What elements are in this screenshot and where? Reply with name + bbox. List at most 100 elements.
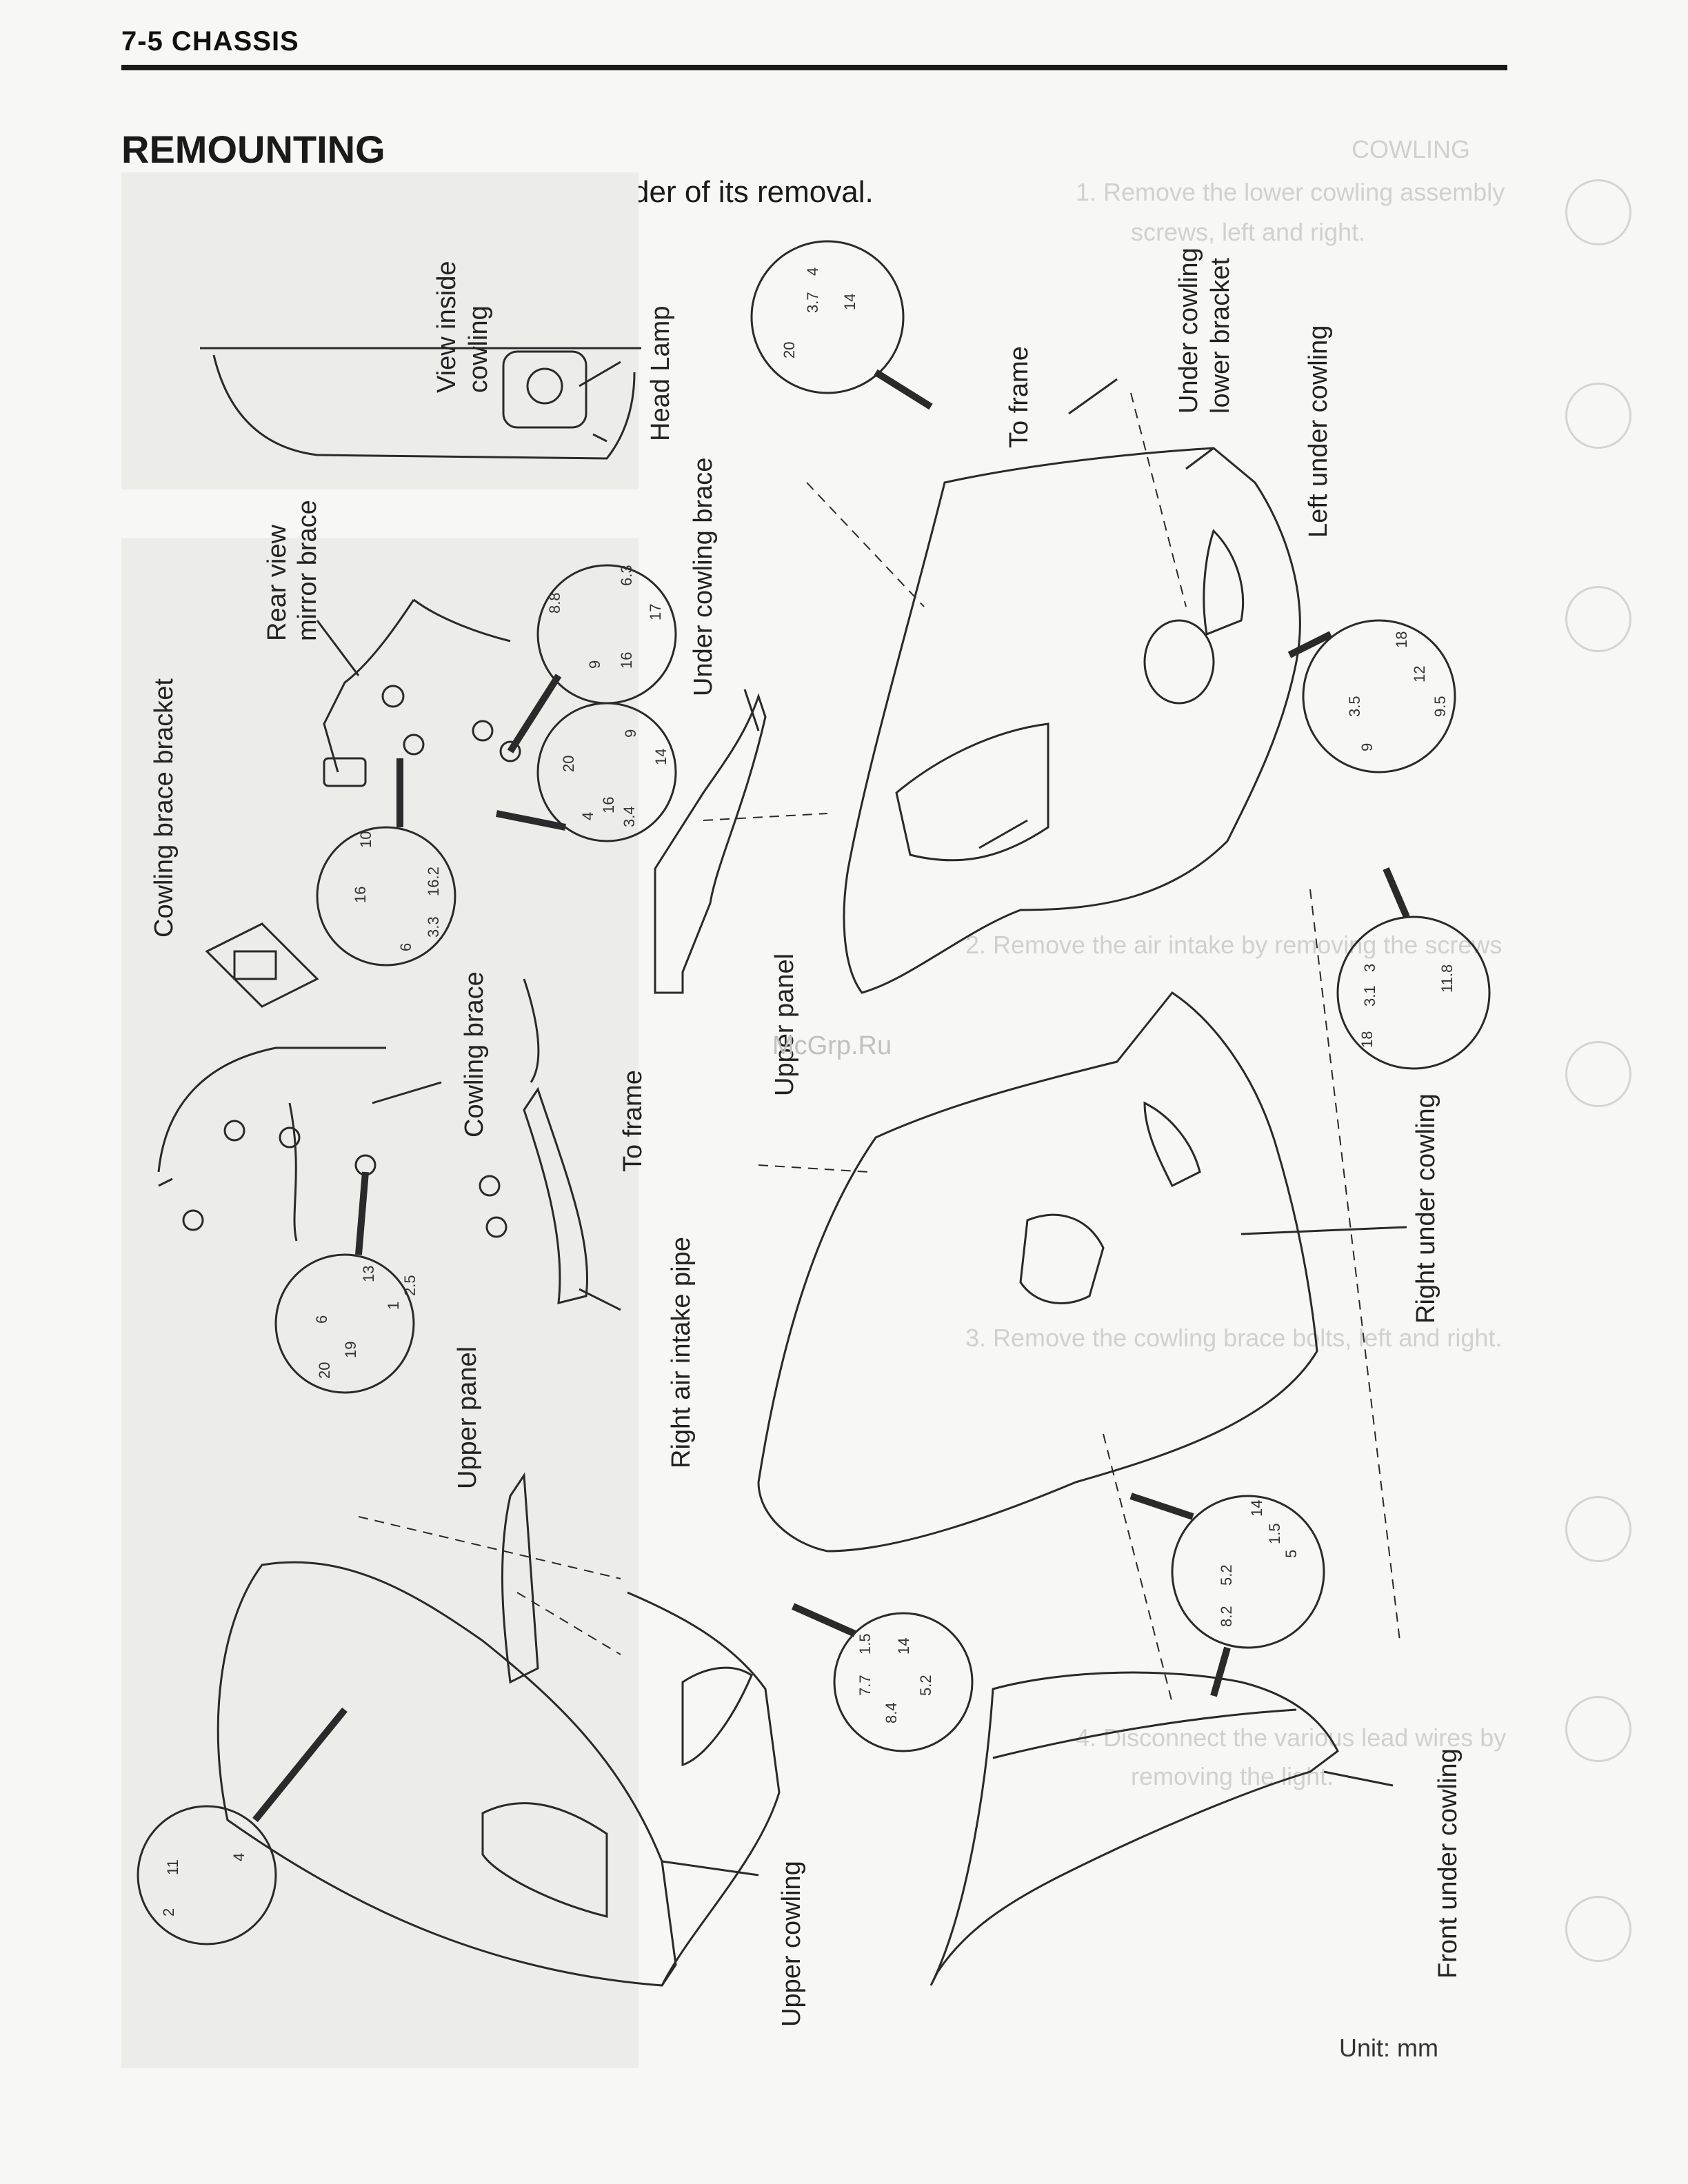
page-title: REMOUNTING	[121, 128, 385, 171]
left-under-cowling-window	[895, 722, 1049, 862]
left-under-cowling-cutout	[1143, 619, 1215, 705]
mirror-brace-arm	[323, 599, 415, 773]
dim-value: 16	[352, 887, 369, 903]
screw	[485, 1216, 508, 1238]
dim-value: 5	[1283, 1550, 1300, 1558]
left-under-cowling-shape	[843, 447, 1301, 994]
photo-region-left	[121, 538, 639, 2068]
right-air-intake-pipe	[523, 1086, 589, 1304]
callout-circle-2	[536, 564, 677, 705]
bleed-text: 2. Remove the air intake by removing the…	[965, 931, 1503, 959]
dim-value: 14	[841, 294, 858, 310]
dim-value: 4	[804, 267, 821, 276]
dim-value: 11	[164, 1859, 181, 1875]
label-cowling-brace: Cowling brace	[460, 971, 489, 1138]
dim-value: 5.2	[1218, 1564, 1235, 1586]
binder-hole	[1565, 1896, 1631, 1962]
dim-value: 3.1	[1361, 985, 1378, 1007]
bolt	[279, 1126, 301, 1149]
label-left-under-cowling: Left under cowling	[1304, 325, 1333, 538]
dim-value: 16	[618, 652, 635, 669]
callout-circle-9	[833, 1612, 974, 1752]
upper-cowling-panel	[481, 1802, 608, 1918]
bolt	[403, 734, 425, 756]
callout-circle-6	[1302, 619, 1456, 774]
right-under-cowling-window	[1019, 1213, 1105, 1304]
dim-value: 14	[1248, 1500, 1265, 1517]
dim-value: 3.3	[425, 916, 442, 938]
dim-value: 8.2	[1218, 1606, 1235, 1627]
label-lower-bracket: lower bracket	[1206, 258, 1235, 414]
binder-hole	[1565, 1041, 1631, 1107]
dim-value: 12	[1411, 666, 1428, 682]
label-upper-cowling: Upper cowling	[777, 1861, 806, 2027]
label-view-inside: View inside	[432, 261, 461, 393]
bolt	[223, 1120, 245, 1142]
dim-value: 4	[230, 1853, 248, 1861]
screw	[479, 1175, 501, 1197]
label-front-under-cowling: Front under cowling	[1434, 1748, 1463, 1979]
dim-value: 6.3	[618, 565, 635, 586]
binder-hole	[1565, 383, 1631, 449]
binder-hole	[1565, 1696, 1631, 1762]
dim-value: 20	[316, 1362, 333, 1379]
grommet	[499, 740, 521, 762]
bleed-text: removing the light.	[1131, 1762, 1334, 1790]
dim-value: 16.2	[425, 867, 442, 896]
bleed-text: screws, left and right.	[1131, 218, 1366, 246]
head-lamp-lens	[526, 367, 563, 405]
dim-value: 1	[385, 1302, 402, 1310]
cowling-brace-bar	[157, 1046, 386, 1173]
dim-value: 6	[313, 1315, 330, 1324]
dim-value: 9	[622, 729, 639, 738]
right-under-cowling-shape	[757, 991, 1318, 1553]
cowling-inside-outline	[212, 354, 636, 460]
dim-value: 2	[160, 1908, 177, 1917]
callout-circle-7	[1336, 916, 1491, 1070]
grommet	[354, 1154, 376, 1176]
dim-value: 13	[360, 1266, 377, 1282]
front-under-cowling-shape	[930, 1671, 1339, 1986]
dim-value: 1.5	[1266, 1523, 1283, 1544]
label-upper-panel: Upper panel	[770, 953, 799, 1096]
dim-value: 3	[1361, 964, 1378, 972]
upper-panel-small	[501, 1472, 539, 1684]
photo-region-top	[121, 172, 639, 489]
dim-value: 14	[652, 749, 670, 765]
label-right-under-cowling: Right under cowling	[1411, 1093, 1440, 1324]
dim-value: 1.5	[856, 1633, 874, 1655]
section-header: 7-5 CHASSIS	[121, 26, 299, 57]
bleed-text: 3. Remove the cowling brace bolts, left …	[965, 1324, 1503, 1352]
bolt	[381, 685, 405, 708]
dim-value: 18	[1358, 1031, 1376, 1048]
dim-value: 8.8	[546, 592, 563, 614]
label-rear-view: Rear view	[263, 525, 292, 641]
callout-circle-3	[536, 702, 677, 842]
bolt	[182, 1209, 204, 1231]
mirror-brace-plate	[323, 757, 367, 787]
header-rule	[121, 65, 1507, 70]
dim-value: 9	[1358, 743, 1376, 751]
callout-circle-4	[316, 826, 456, 967]
cowling-brace-bracket-shape	[205, 922, 319, 1008]
dim-value: 4	[579, 812, 596, 820]
label-under-cowling-brace: Under cowling brace	[689, 458, 718, 696]
label-view-inside-cowling: cowling	[464, 305, 493, 393]
dim-value: 20	[781, 342, 798, 358]
dim-value: 8.4	[883, 1702, 900, 1723]
dim-value: 9	[586, 660, 603, 669]
dim-value: 19	[342, 1342, 359, 1358]
dim-value: 3.7	[804, 292, 821, 313]
bleed-text: COWLING	[1352, 135, 1471, 163]
bleed-text: 4. Disconnect the various lead wires by	[1076, 1723, 1507, 1752]
label-under-cowling: Under cowling	[1174, 247, 1203, 414]
watermark: McGrp.Ru	[772, 1031, 892, 1060]
dim-value: 10	[357, 831, 374, 848]
binder-hole	[1565, 179, 1631, 245]
label-to-frame-2: To frame	[1005, 346, 1034, 448]
upper-cowling-vent	[681, 1666, 753, 1767]
dim-value: 11.8	[1438, 964, 1456, 993]
dim-value: 3.4	[621, 806, 638, 827]
dim-value: 5.2	[917, 1675, 934, 1696]
